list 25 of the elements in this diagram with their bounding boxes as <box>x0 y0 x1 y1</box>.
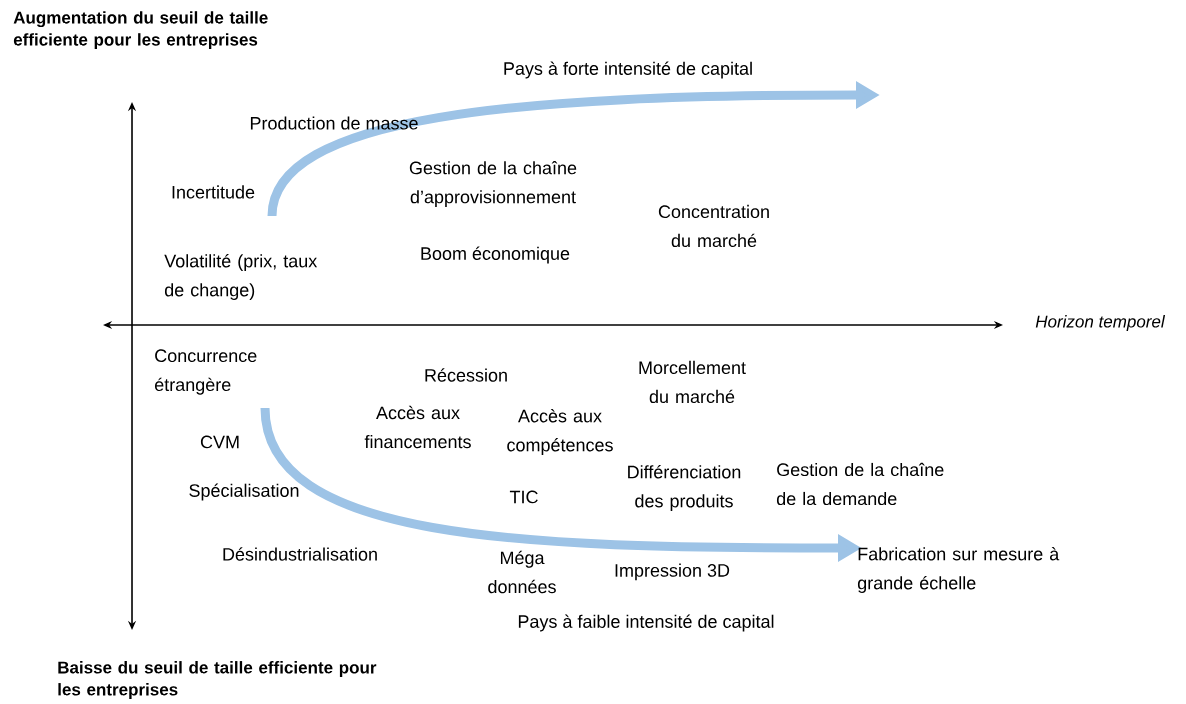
factor-label: Accès aux financements <box>364 405 471 449</box>
axis-label: Augmentation du seuil de taille efficiente pour les entreprises <box>13 11 268 50</box>
factor-label: Boom économique <box>421 246 570 264</box>
factor-label: Méga données <box>488 550 556 594</box>
factor-label: Pays à forte intensité de capital <box>504 61 752 79</box>
factor-label: Désindustrialisation <box>223 547 377 561</box>
factor-label: Concentration du marché <box>658 204 769 248</box>
factor-label: Production de masse <box>250 116 418 130</box>
factor-label: Concurrence étrangère <box>155 349 257 395</box>
factor-label: Pays à faible intensité de capital <box>518 614 774 632</box>
factor-label: CVM <box>200 435 239 449</box>
axis-label: Baisse du seuil de taille efficiente pour les entreprises <box>58 661 377 699</box>
factor-label: Accès aux compétences <box>507 409 613 455</box>
factor-label: Incertitude <box>172 185 255 199</box>
factor-label: Morcellement du marché <box>639 360 746 404</box>
factor-label: Spécialisation <box>189 483 299 501</box>
factor-label: Récession <box>425 368 507 382</box>
axis-label: Horizon temporel <box>1035 315 1166 331</box>
factor-label: Différenciation des produits <box>628 465 741 511</box>
factor-label: Impression 3D <box>615 563 730 581</box>
factor-label: TIC <box>509 490 538 504</box>
factor-label: Volatilité (prix, taux de change) <box>164 254 318 300</box>
factor-label: Gestion de la chaîne d’approvisionnement <box>409 161 577 207</box>
factor-label: Gestion de la chaîne de la demande <box>776 462 944 506</box>
factor-label: Fabrication sur mesure à grande échelle <box>857 547 1060 593</box>
